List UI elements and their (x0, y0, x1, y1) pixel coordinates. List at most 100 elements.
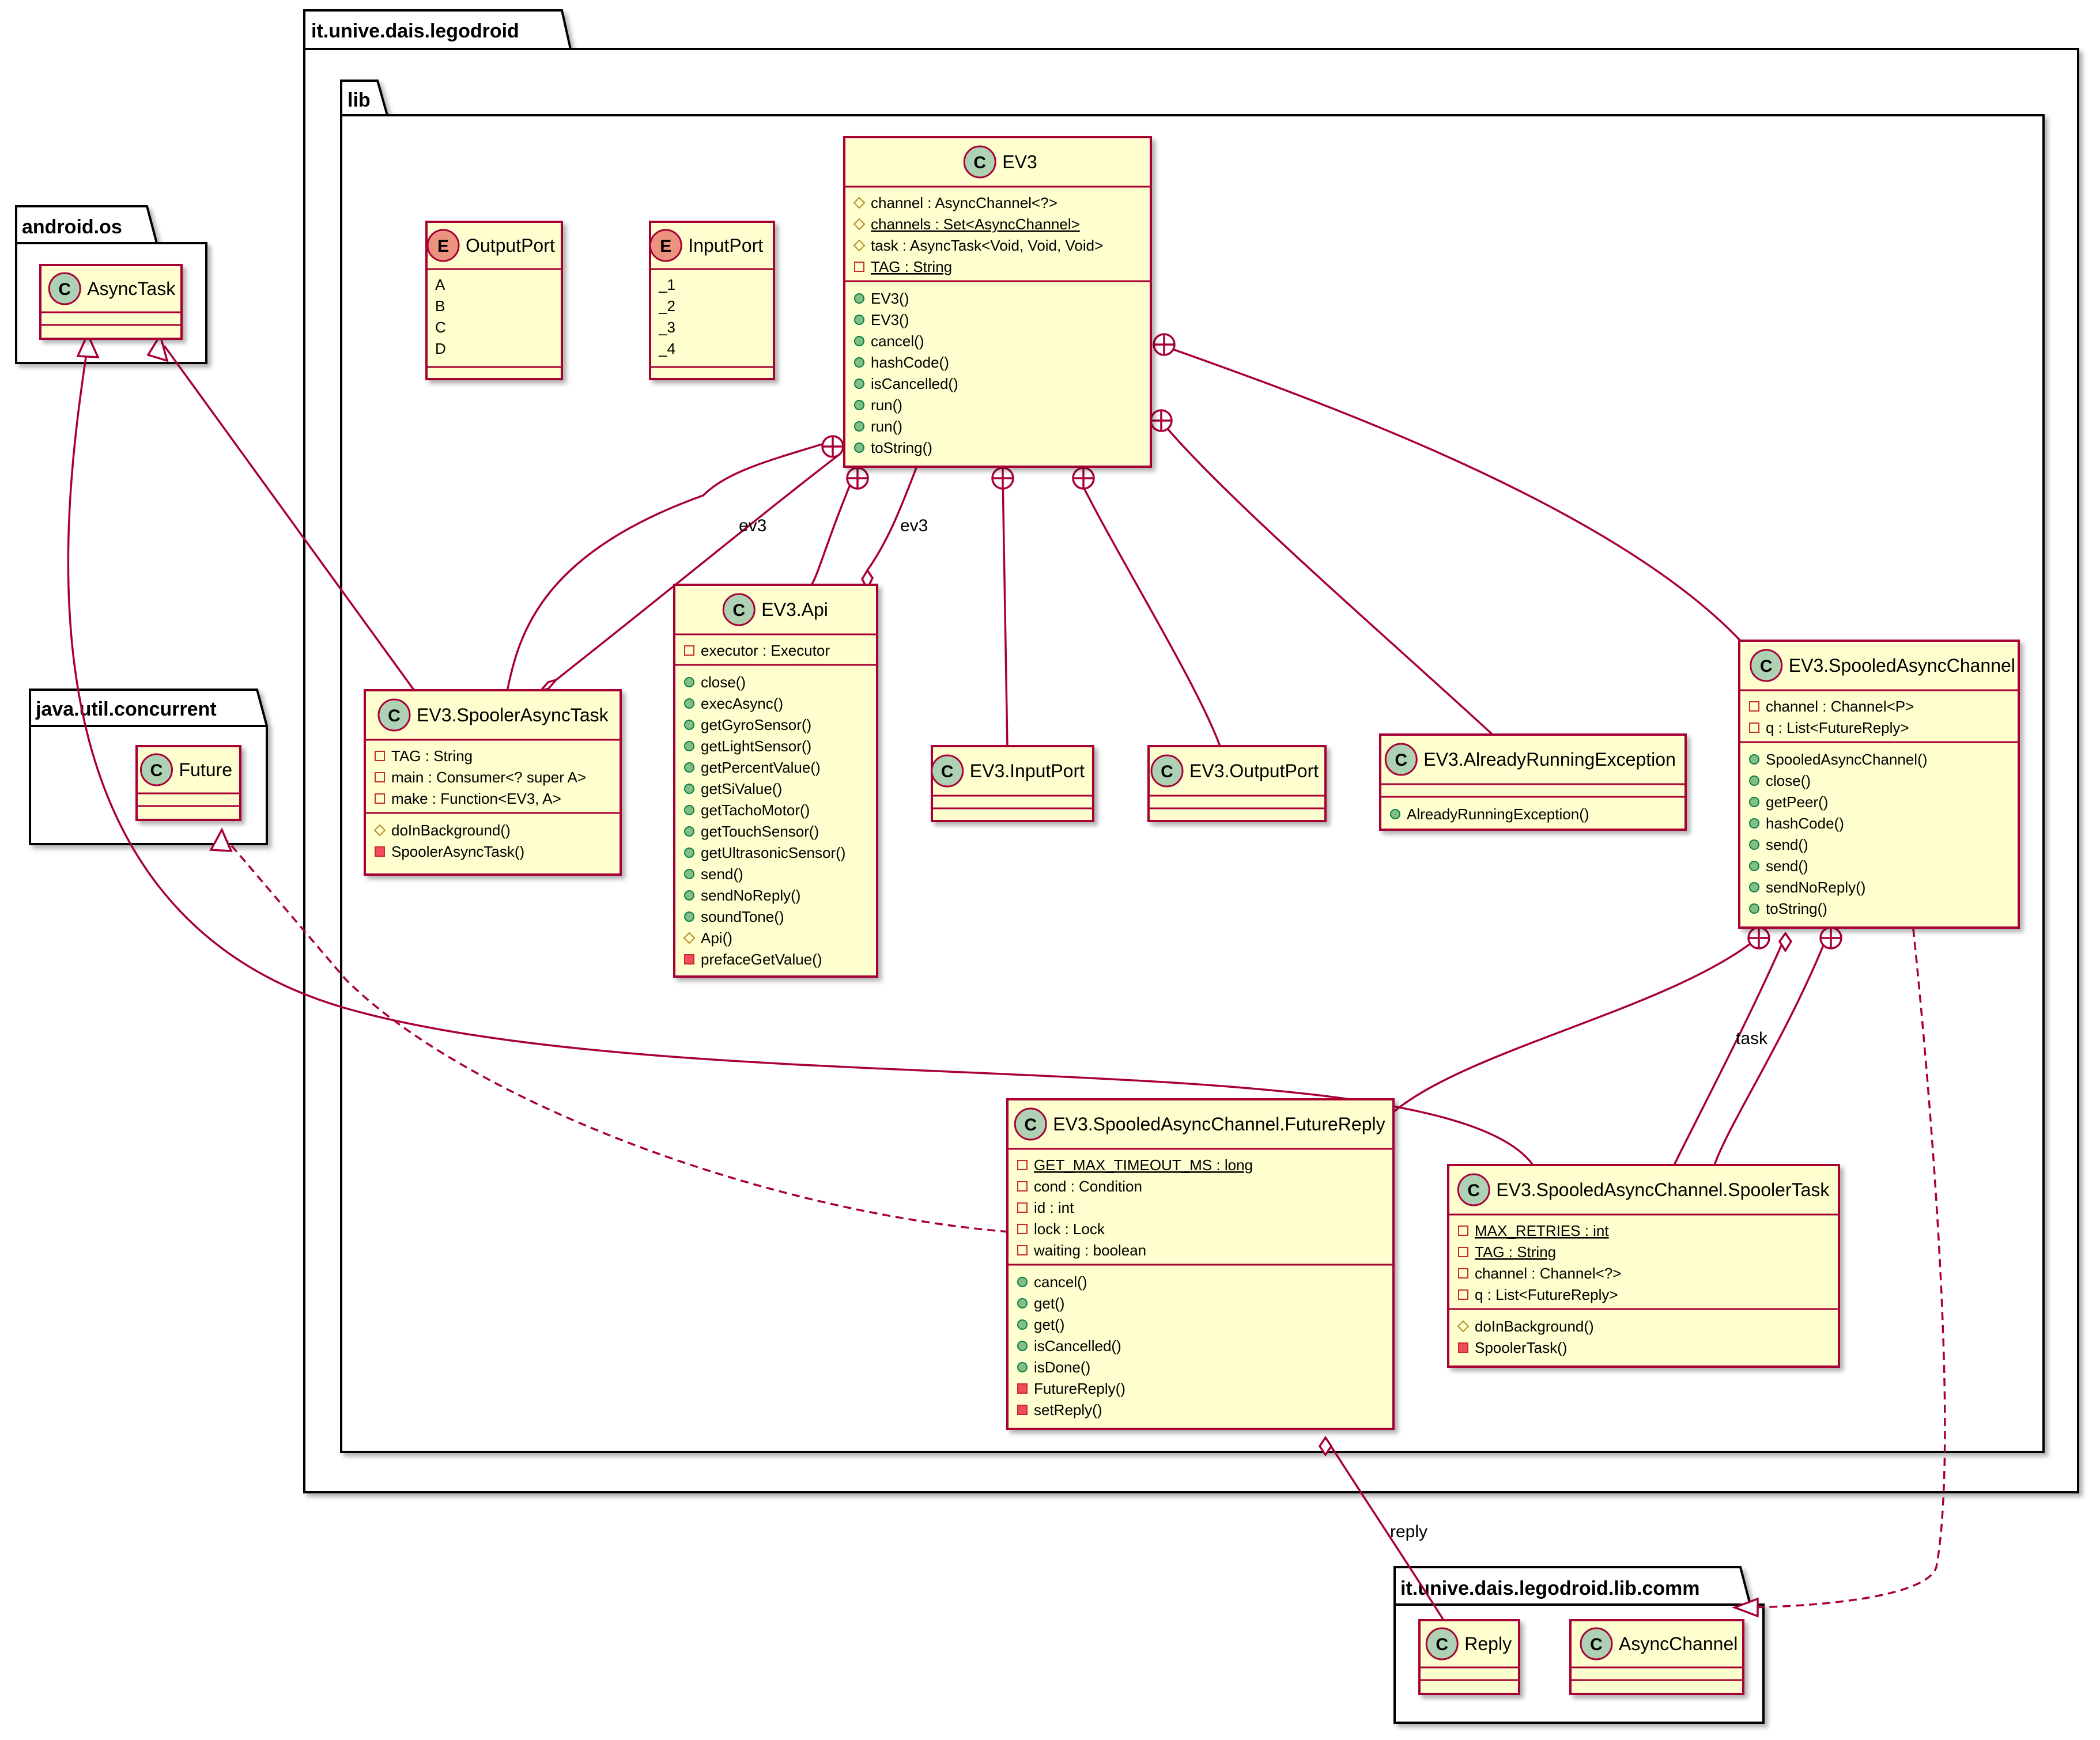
agg-ev3-spoolerasynctask (555, 454, 840, 681)
class-method: isDone() (1034, 1359, 1090, 1376)
nesting-markers (821, 333, 1842, 950)
class-name: EV3.AlreadyRunningException (1423, 749, 1676, 770)
class-method: prefaceGetValue() (701, 951, 822, 968)
gen-spoolertask-asynctask (67, 345, 1534, 1166)
class-method: getPercentValue() (701, 759, 821, 776)
class-output-port-cls: C EV3.OutputPort (1147, 745, 1327, 822)
nest-spooledchannel-futurereply (1392, 937, 1759, 1113)
badge-letter: C (732, 601, 745, 620)
class-badge-icon (1750, 649, 1783, 682)
class-field: waiting : boolean (1033, 1242, 1146, 1259)
enum-value: _2 (658, 297, 675, 315)
arrowheads (76, 331, 1793, 1618)
class-method: isCancelled() (871, 375, 958, 392)
class-method: FutureReply() (1034, 1380, 1125, 1397)
class-name: Future (179, 759, 232, 780)
badge-letter: C (388, 706, 401, 725)
badge-letter: E (437, 237, 449, 256)
nest-ev3-api (809, 473, 856, 589)
class-method: run() (871, 418, 902, 435)
class-method: soundTone() (701, 908, 784, 925)
class-method: close() (1766, 772, 1811, 789)
class-method: SpooledAsyncChannel() (1766, 751, 1927, 768)
class-badge-icon (931, 754, 964, 788)
label-ev3-api: ev3 (900, 516, 928, 535)
class-name: EV3.OutputPort (1189, 761, 1319, 781)
enum-value: _4 (658, 340, 675, 357)
class-field: q : List<FutureReply> (1475, 1286, 1618, 1303)
class-method: execAsync() (701, 695, 783, 712)
enum-value: D (435, 340, 446, 357)
badge-letter: C (58, 280, 71, 299)
class-method: send() (1766, 836, 1808, 853)
class-method: hashCode() (871, 354, 949, 371)
class-spooler-task: C EV3.SpooledAsyncChannel.SpoolerTaskMAX_… (1447, 1164, 1840, 1368)
nest-ev3-spoolerasynctask (506, 442, 825, 692)
class-badge-icon (1014, 1107, 1047, 1141)
class-method: doInBackground() (391, 822, 511, 839)
gen-spoolerasynctask-asynctask (163, 345, 416, 693)
nest-ev3-outputport (1077, 475, 1222, 748)
class-method: cancel() (1034, 1273, 1087, 1291)
class-async-channel: C AsyncChannel (1569, 1619, 1744, 1695)
class-badge-icon (963, 145, 996, 179)
class-field: GET_MAX_TIMEOUT_MS : long (1034, 1156, 1253, 1174)
badge-letter: C (1467, 1181, 1480, 1200)
class-field: q : List<FutureReply> (1766, 719, 1909, 736)
agg-futurereply-reply (1324, 1437, 1448, 1625)
class-method: send() (701, 865, 743, 883)
nest-ev3-spooledchannel (1162, 345, 1742, 642)
class-name: AsyncChannel (1619, 1633, 1738, 1654)
class-name: EV3.SpooledAsyncChannel.SpoolerTask (1496, 1179, 1830, 1200)
package-legodroid-title: it.unive.dais.legodroid (311, 20, 519, 42)
class-method: EV3() (871, 311, 909, 328)
label-task: task (1736, 1029, 1768, 1048)
class-field: MAX_RETRIES : int (1475, 1222, 1609, 1239)
badge-letter: C (1590, 1635, 1603, 1654)
class-method: getGyroSensor() (701, 716, 811, 733)
class-method: getSiValue() (701, 780, 782, 797)
class-field: channel : Channel<?> (1475, 1265, 1621, 1282)
class-method: AlreadyRunningException() (1407, 805, 1589, 823)
class-name: EV3.InputPort (970, 761, 1085, 781)
enum-badge-icon (426, 229, 460, 262)
class-badge-icon (1384, 743, 1418, 776)
class-field: TAG : String (1475, 1243, 1556, 1261)
class-method: toString() (1766, 900, 1827, 917)
package-comm-title: it.unive.dais.legodroid.lib.comm (1400, 1578, 1700, 1599)
class-method: SpoolerTask() (1475, 1339, 1567, 1356)
badge-letter: C (1161, 762, 1173, 781)
class-field: channel : Channel<P> (1766, 698, 1914, 715)
package-lib-title: lib (348, 89, 371, 111)
class-name: AsyncTask (87, 278, 176, 299)
class-badge-icon (377, 698, 411, 732)
class-field: TAG : String (871, 258, 952, 275)
class-method: get() (1034, 1295, 1064, 1312)
class-field: lock : Lock (1034, 1220, 1105, 1238)
class-badge-icon (722, 593, 756, 626)
class-method: getPeer() (1766, 793, 1828, 811)
label-ev3-spooler: ev3 (739, 516, 766, 535)
enum-value: _3 (658, 319, 675, 336)
class-method: doInBackground() (1475, 1318, 1594, 1335)
class-badge-icon (1425, 1627, 1459, 1660)
class-field: TAG : String (391, 747, 473, 765)
enum-badge-icon (649, 229, 682, 262)
badge-letter: C (1760, 657, 1773, 676)
nest-ev3-inputport (1002, 476, 1009, 748)
agg-ev3-api (866, 467, 917, 572)
class-method: setReply() (1034, 1401, 1102, 1419)
class-method: sendNoReply() (701, 887, 800, 904)
class-method: cancel() (871, 332, 924, 350)
class-method: SpoolerAsyncTask() (391, 843, 524, 860)
nest-spooledchannel-spoolertask (1713, 936, 1828, 1166)
